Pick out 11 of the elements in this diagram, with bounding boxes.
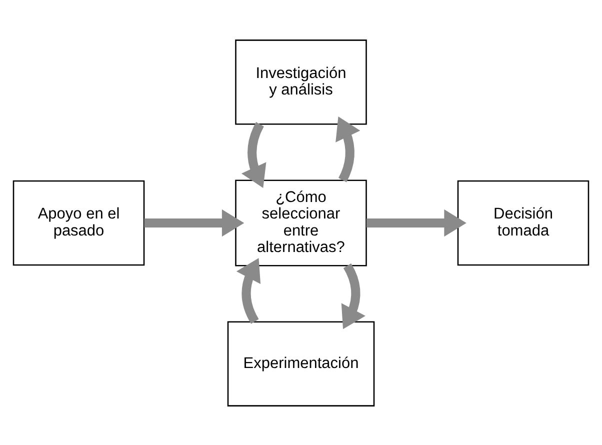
arrow bbox=[336, 116, 360, 182]
node-box: Decisión tomada bbox=[457, 180, 590, 266]
node-box: Apoyo en el pasado bbox=[12, 180, 145, 266]
arrow bbox=[144, 208, 244, 236]
node-box: Experimentación bbox=[227, 320, 375, 406]
arrow bbox=[236, 258, 261, 324]
arrow bbox=[241, 122, 266, 188]
node-box: Investigación y análisis bbox=[235, 39, 367, 124]
arrow bbox=[366, 208, 466, 236]
arrow bbox=[341, 262, 366, 329]
node-box: ¿Cómo seleccionar entre alternativas? bbox=[235, 179, 367, 266]
